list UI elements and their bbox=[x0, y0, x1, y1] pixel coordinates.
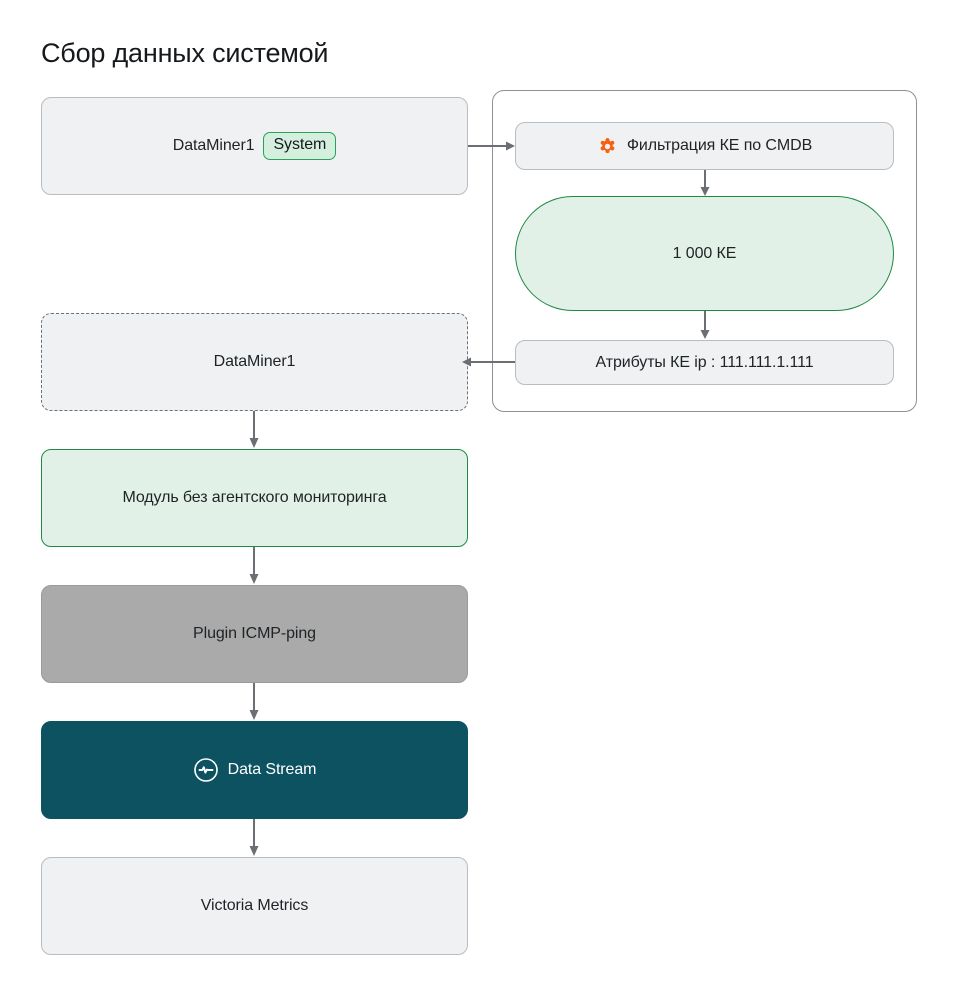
node-label: DataMiner1 bbox=[213, 353, 296, 370]
node-label: 1 000 КЕ bbox=[672, 244, 737, 262]
connector-attributes-to-dataminer-dashed bbox=[462, 357, 515, 367]
node-ke-attributes[interactable]: Атрибуты КЕ ip : 111.111.1.111 bbox=[515, 340, 894, 385]
gear-icon bbox=[597, 136, 618, 157]
node-data-stream[interactable]: Data Stream bbox=[41, 721, 468, 819]
page-title: Сбор данных системой bbox=[41, 38, 329, 68]
node-label: Data Stream bbox=[227, 761, 317, 778]
dataminer-system-content: DataMiner1 System bbox=[172, 132, 337, 160]
node-filter-ke-cmdb[interactable]: Фильтрация КЕ по CMDB bbox=[515, 122, 894, 170]
node-victoria-metrics[interactable]: Victoria Metrics bbox=[41, 857, 468, 955]
connector-datastream-to-victoria bbox=[249, 819, 259, 856]
node-label: Атрибуты КЕ ip : 111.111.1.111 bbox=[595, 353, 814, 371]
connector-agentless-to-plugin bbox=[249, 547, 259, 584]
connector-filter-to-ke-count bbox=[700, 170, 710, 196]
pulse-icon bbox=[193, 757, 219, 783]
node-dataminer-system[interactable]: DataMiner1 System bbox=[41, 97, 468, 195]
connector-dataminer-to-filter bbox=[468, 141, 515, 151]
data-stream-content: Data Stream bbox=[193, 757, 317, 783]
node-label: Plugin ICMP-ping bbox=[193, 625, 316, 642]
node-dataminer-dashed[interactable]: DataMiner1 bbox=[41, 313, 468, 411]
connector-plugin-to-datastream bbox=[249, 683, 259, 720]
connector-dashed-to-agentless bbox=[249, 411, 259, 448]
connector-ke-count-to-attributes bbox=[700, 311, 710, 339]
node-agentless-module[interactable]: Модуль без агентского мониторинга bbox=[41, 449, 468, 547]
filter-content: Фильтрация КЕ по CMDB bbox=[597, 136, 812, 157]
node-label: Victoria Metrics bbox=[200, 897, 309, 914]
node-ke-count[interactable]: 1 000 КЕ bbox=[515, 196, 894, 311]
node-label: DataMiner1 bbox=[172, 136, 255, 154]
node-label: Модуль без агентского мониторинга bbox=[122, 489, 387, 506]
status-badge-system[interactable]: System bbox=[263, 132, 337, 160]
node-plugin-icmp-ping[interactable]: Plugin ICMP-ping bbox=[41, 585, 468, 683]
node-label: Фильтрация КЕ по CMDB bbox=[626, 137, 813, 154]
